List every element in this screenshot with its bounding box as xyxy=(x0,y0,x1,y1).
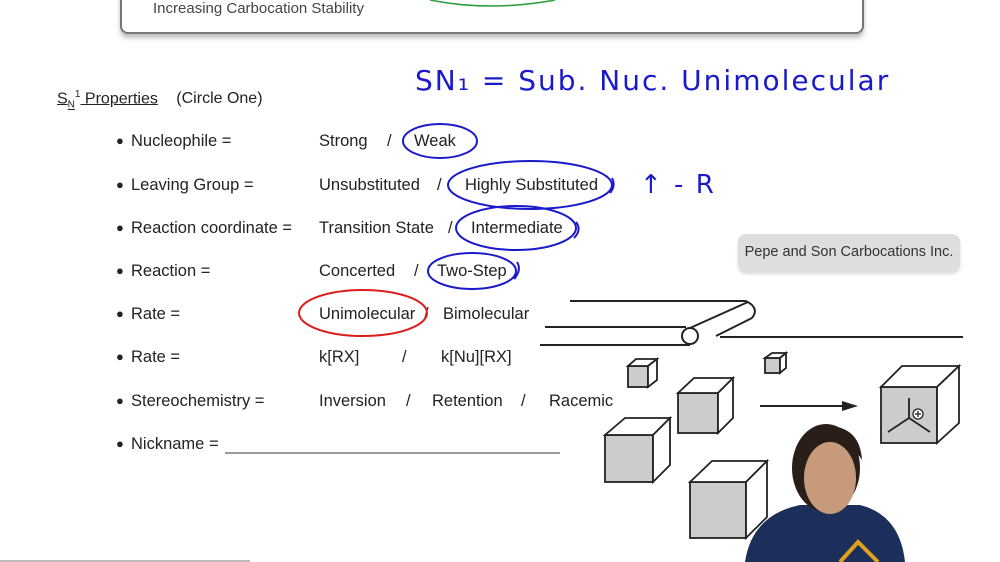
bullet-icon: ● xyxy=(116,133,124,148)
separator: / xyxy=(448,219,453,237)
bullet-icon: ● xyxy=(116,393,124,408)
bullet-icon: ● xyxy=(116,263,124,278)
option-racemic[interactable]: Racemic xyxy=(549,392,614,410)
box-icon xyxy=(762,351,789,375)
circle-weak xyxy=(402,123,478,159)
separator: / xyxy=(387,132,392,150)
blue-circle-annotations xyxy=(402,123,615,290)
circle-highly-substituted xyxy=(447,160,613,210)
option-strong[interactable]: Strong xyxy=(319,132,368,150)
handwritten-side-note: ↑ - R xyxy=(640,170,716,200)
option-unimolecular[interactable]: Unimolecular xyxy=(319,305,416,323)
option-unsubstituted[interactable]: Unsubstituted xyxy=(319,176,420,194)
row-label: Nickname = xyxy=(131,435,219,453)
bullet-icon: ● xyxy=(116,306,124,321)
title-note: (Circle One) xyxy=(176,90,263,108)
presenter-video xyxy=(745,424,905,562)
box-icon xyxy=(602,415,673,485)
circle-unimolecular xyxy=(298,289,428,337)
separator: / xyxy=(437,176,442,194)
company-label: Pepe and Son Carbocations Inc. xyxy=(738,234,960,272)
bullet-icon: ● xyxy=(116,349,124,364)
option-transition-state[interactable]: Transition State xyxy=(319,219,434,237)
option-two-step[interactable]: Two-Step xyxy=(437,262,507,280)
row-label: Stereochemistry = xyxy=(131,392,265,410)
bullet-icon: ● xyxy=(116,220,124,235)
title-text: Properties xyxy=(80,90,158,108)
row-label: Leaving Group = xyxy=(131,176,254,194)
separator: / xyxy=(402,348,407,366)
row-label: Rate = xyxy=(131,348,181,366)
option-concerted[interactable]: Concerted xyxy=(319,262,396,280)
separator: / xyxy=(414,262,419,280)
green-circle-fragment xyxy=(429,0,556,7)
bullet-icon: ● xyxy=(116,177,124,192)
title-one: 1 xyxy=(74,89,81,100)
separator: / xyxy=(406,392,411,410)
bullet-icon: ● xyxy=(116,436,124,451)
row-label: Reaction coordinate = xyxy=(131,219,292,237)
boxes xyxy=(602,351,962,541)
title-n: N xyxy=(67,99,75,111)
option-highly-substituted[interactable]: Highly Substituted xyxy=(465,176,598,194)
top-caption: Increasing Carbocation Stability xyxy=(153,0,364,17)
circle-two-step xyxy=(427,252,517,290)
row-label: Rate = xyxy=(131,305,181,323)
option-k-nu-rx[interactable]: k[Nu][RX] xyxy=(441,348,512,366)
box-icon xyxy=(675,375,736,436)
option-weak[interactable]: Weak xyxy=(414,132,456,150)
handwritten-definition: SN₁ = Sub. Nuc. Unimolecular xyxy=(415,64,891,97)
option-bimolecular[interactable]: Bimolecular xyxy=(443,305,530,323)
option-inversion[interactable]: Inversion xyxy=(319,392,386,410)
arrow-icon xyxy=(760,401,858,411)
separator: / xyxy=(521,392,526,410)
box-icon xyxy=(687,458,770,541)
row-label: Nucleophile = xyxy=(131,132,232,150)
carbocation-box-icon xyxy=(878,363,962,446)
page-title: SN1 Properties (Circle One) xyxy=(57,89,263,111)
title-s: S xyxy=(57,90,68,108)
option-k-rx[interactable]: k[RX] xyxy=(319,348,360,366)
box-icon xyxy=(625,357,660,389)
circle-intermediate xyxy=(455,205,577,251)
option-retention[interactable]: Retention xyxy=(432,392,503,410)
conveyor-belt xyxy=(540,300,963,346)
option-intermediate[interactable]: Intermediate xyxy=(471,219,563,237)
row-label: Reaction = xyxy=(131,262,211,280)
